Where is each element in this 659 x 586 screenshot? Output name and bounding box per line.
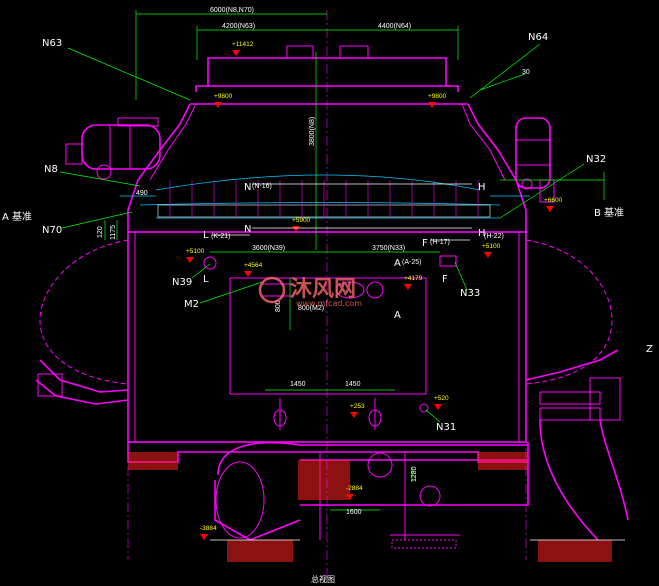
- dim-right-30: 30: [522, 69, 530, 76]
- section-a-ref: (A-25): [402, 259, 421, 266]
- dim-bottom-1280: 1280: [411, 466, 418, 482]
- drawing-footer-title: 总视图: [311, 574, 335, 584]
- section-h-top: H: [478, 182, 486, 193]
- dim-n39: 3600(N39): [252, 245, 285, 252]
- elev-left-5100: +5100: [186, 248, 205, 255]
- dim-top-left: 4200(N63): [222, 23, 255, 30]
- section-h-bottom: H: [478, 228, 486, 239]
- elevation-marker-icon: [244, 271, 252, 277]
- elevation-marker-icon: [350, 412, 358, 418]
- section-n-bottom: N: [244, 224, 251, 235]
- elev-bottom-2884: -2884: [346, 485, 363, 492]
- elev-right-5100: +5100: [482, 243, 501, 250]
- tube-ticks: [169, 180, 479, 218]
- section-a-bottom: A: [394, 310, 401, 321]
- section-f-bottom: F: [442, 274, 448, 285]
- elevation-marker-icon: [214, 102, 222, 108]
- elev-right-flange: +9800: [428, 93, 447, 100]
- watermark-brand: 沐风网: [290, 277, 356, 302]
- dim-left-1175: 1175: [110, 225, 117, 240]
- elevation-marker-icon: [404, 284, 412, 290]
- elevation-marker-icon: [484, 252, 492, 258]
- elev-far-left-3884: -3884: [200, 525, 217, 532]
- dim-bottom-1600: 1600: [346, 509, 362, 516]
- section-l-bottom: L: [203, 274, 209, 285]
- elevation-marker-icon: [546, 206, 554, 212]
- elev-right-6600: +6600: [544, 197, 563, 204]
- side-b-label: B 基准: [594, 206, 624, 219]
- elev-n31-520: +520: [434, 395, 449, 402]
- internal-tubes: [120, 174, 530, 219]
- watermark: 沐风网 www.mfcad.com: [258, 276, 362, 308]
- section-n-ref: (N-16): [252, 183, 272, 190]
- elevation-marker-icon: [346, 494, 354, 500]
- dim-left-490: 490: [136, 190, 148, 197]
- elevation-marker-icon: [428, 102, 436, 108]
- side-z-label: Z: [646, 344, 653, 355]
- left-drum: [65, 117, 161, 180]
- elevation-marker-icon: [186, 257, 194, 263]
- elevation-marker-icon: [232, 50, 240, 56]
- dim-bottom-1450a: 1450: [290, 381, 306, 388]
- section-n-top: N: [244, 182, 251, 193]
- section-f-ref: (H-17): [430, 239, 450, 246]
- nozzle-n32-label: N32: [586, 154, 606, 165]
- dim-top-right: 4400(N64): [378, 23, 411, 30]
- supports: [203, 255, 457, 430]
- nozzle-n63-label: N63: [42, 38, 62, 49]
- section-a-top: A: [394, 258, 401, 269]
- section-ref-h22: (H-22): [484, 233, 504, 240]
- elevation-markers: [186, 50, 554, 540]
- section-f-top: F: [422, 238, 428, 249]
- elev-m2-4564: +4564: [244, 262, 263, 269]
- center-lines: [127, 10, 527, 580]
- elev-top: +11412: [232, 41, 254, 48]
- foundations: [128, 452, 625, 562]
- dimension-lines: [59, 10, 605, 511]
- nozzle-n31-label: N31: [436, 422, 456, 433]
- bottom-piping: [214, 441, 529, 541]
- elevation-marker-icon: [434, 404, 442, 410]
- watermark-logo-icon: [258, 276, 286, 304]
- elevation-marker-icon: [292, 226, 300, 232]
- dim-bottom-1450b: 1450: [345, 381, 361, 388]
- watermark-url: www.mfcad.com: [296, 299, 362, 308]
- elev-left-flange: +9800: [214, 93, 233, 100]
- section-l-ref: (K-21): [211, 233, 230, 240]
- right-drum: [515, 117, 555, 203]
- elev-a-4179: +4179: [404, 275, 423, 282]
- nozzle-n39-label: N39: [172, 277, 192, 288]
- manhole-m2-label: M2: [184, 299, 199, 310]
- nozzle-n70-label: N70: [42, 225, 62, 236]
- nozzle-n8-label: N8: [44, 164, 58, 175]
- dim-manhole: 800(M2): [298, 305, 324, 312]
- dim-top-total: 6000(N8,N70): [210, 7, 254, 14]
- dim-height-main: 3800(N8): [309, 117, 316, 146]
- elev-mid-5900: +5900: [292, 217, 311, 224]
- elevation-marker-icon: [200, 534, 208, 540]
- dim-manhole-width: 800: [275, 300, 282, 312]
- section-lines: [212, 183, 472, 241]
- nozzle-n33-label: N33: [460, 288, 480, 299]
- dim-n33: 3750(N33): [372, 245, 405, 252]
- dim-left-120: 120: [97, 226, 104, 238]
- nozzle-n64-label: N64: [528, 32, 548, 43]
- side-a-label: A 基准: [2, 210, 32, 223]
- elev-bottom-253: +253: [350, 403, 365, 410]
- section-l-top: L: [203, 230, 209, 241]
